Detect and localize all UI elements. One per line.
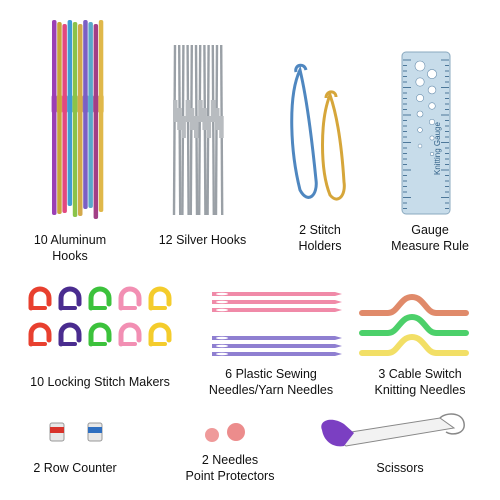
locking-marker: [148, 286, 172, 311]
gauge-printed-text: Knitting Gauge: [433, 122, 442, 175]
row-counter-label: 2 Row Counter: [20, 460, 130, 476]
cable-needles-label-line1: 3 Cable Switch: [378, 367, 462, 381]
locking-marker: [28, 286, 52, 311]
gauge-rule-label: Gauge Measure Rule: [380, 222, 480, 254]
silver-hook: [177, 44, 182, 216]
aluminum-hooks-label: 10 Aluminum Hooks: [20, 232, 120, 264]
locking-marker: [88, 322, 112, 347]
aluminum-hook: [56, 22, 63, 214]
sewing-needle-purple: [212, 352, 342, 356]
locking-marker: [88, 286, 112, 311]
locking-marker: [148, 322, 172, 347]
silver-hook: [202, 44, 207, 216]
cable-needle: [359, 333, 469, 356]
sewing-needle-pink: [212, 308, 342, 312]
locking-markers-label: 10 Locking Stitch Makers: [10, 374, 190, 390]
sewing-needle-purple: [212, 336, 342, 340]
row-counter-label-line1: 2 Row Counter: [33, 461, 117, 475]
stitch-holders-label-line2: Holders: [298, 239, 342, 253]
gauge-rule-label-line2: Measure Rule: [391, 239, 469, 253]
aluminum-hook: [82, 20, 89, 209]
sewing-needles-label-line2: Needles/Yarn Needles: [208, 383, 334, 397]
sewing-needles-label-line1: 6 Plastic Sewing: [225, 367, 317, 381]
silver-hook: [189, 44, 195, 216]
gauge-rule-label-line1: Gauge: [411, 223, 449, 237]
silver-hook: [214, 44, 220, 216]
aluminum-hook: [61, 24, 68, 213]
point-protectors-label: 2 Needles Point Protectors: [175, 452, 285, 484]
sewing-needle-pink: [212, 292, 342, 296]
locking-marker: [58, 286, 82, 311]
silver-hooks-label: 12 Silver Hooks: [145, 232, 260, 248]
locking-marker: [28, 322, 52, 347]
sewing-needle-pink: [212, 300, 342, 304]
silver-hook: [185, 44, 191, 216]
aluminum-hooks-label-line2: Hooks: [52, 249, 88, 263]
aluminum-hook: [77, 24, 83, 216]
aluminum-hook: [93, 24, 99, 219]
silver-hook: [194, 44, 199, 216]
sewing-needles-label: 6 Plastic Sewing Needles/Yarn Needles: [196, 366, 346, 398]
aluminum-hook: [51, 20, 57, 215]
sewing-needle-purple: [212, 344, 342, 348]
silver-hooks-label-line1: 12 Silver Hooks: [158, 233, 247, 247]
row-counter-blue: [87, 422, 103, 442]
silver-hook: [206, 44, 212, 216]
stitch-holders-label: 2 Stitch Holders: [280, 222, 360, 254]
scissors-label-line1: Scissors: [376, 461, 424, 475]
point-protectors-label-line2: Point Protectors: [185, 469, 275, 483]
cable-needles-label: 3 Cable Switch Knitting Needles: [360, 366, 480, 398]
point-protector-small: [205, 428, 219, 442]
silver-hook: [172, 44, 178, 216]
aluminum-hook: [98, 20, 104, 212]
locking-marker: [118, 322, 142, 347]
stitch-holder-gold: [321, 90, 346, 201]
aluminum-hook: [67, 20, 73, 206]
locking-marker: [58, 322, 82, 347]
silver-hook: [181, 44, 186, 216]
cable-needle: [359, 293, 469, 316]
point-protector-large: [227, 423, 245, 441]
point-protectors-label-line1: 2 Needles: [201, 453, 259, 467]
locking-marker: [118, 286, 142, 311]
stitch-holders-label-line1: 2 Stitch: [299, 223, 341, 237]
aluminum-hooks-label-line1: 10 Aluminum: [33, 233, 107, 247]
cable-needle: [359, 313, 469, 336]
cable-needles-label-line2: Knitting Needles: [374, 383, 466, 397]
stitch-holder-blue: [290, 63, 318, 199]
row-counter-red: [49, 422, 65, 442]
aluminum-hook: [72, 22, 78, 217]
silver-hook: [210, 44, 216, 216]
silver-hook: [219, 44, 224, 216]
aluminum-hook: [87, 22, 94, 208]
locking-markers-label-line1: 10 Locking Stitch Makers: [30, 375, 170, 389]
silver-hook: [198, 44, 203, 216]
scissors-label: Scissors: [350, 460, 450, 476]
